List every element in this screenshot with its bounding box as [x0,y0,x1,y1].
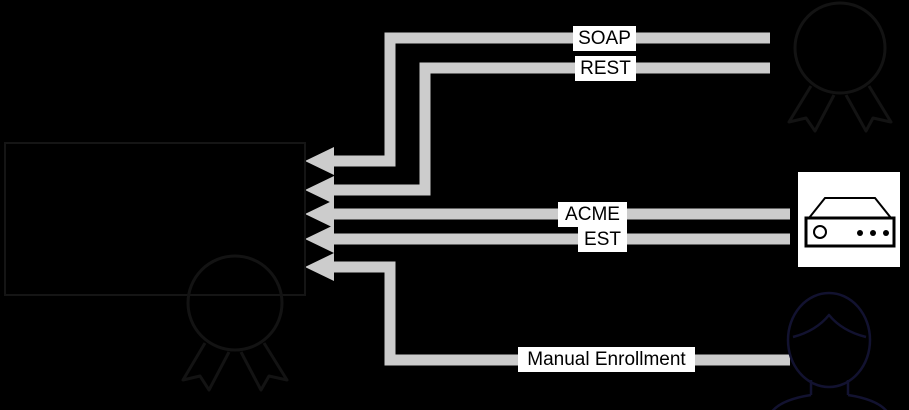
connector-label-soap: SOAP [573,26,636,51]
arrowhead-acme-icon [305,200,334,228]
connector-label-acme: ACME [558,202,627,227]
connector-est [305,225,790,253]
connector-label-manual-enrollment: Manual Enrollment [518,347,695,372]
certificate-ribbon-icon[interactable] [787,1,893,133]
arrowhead-rest-icon [305,176,334,204]
server-appliance-icon[interactable] [798,172,900,267]
person-user-icon[interactable] [768,291,891,410]
certificate-ribbon-icon [181,254,289,392]
appliance-power-led-icon [813,225,827,239]
appliance-led-2-icon [870,230,876,236]
appliance-led-3-icon [883,230,889,236]
certificate-authority-box[interactable] [4,142,306,296]
arrowhead-est-icon [305,225,334,253]
connector-label-rest: REST [575,56,636,81]
connector-label-est: EST [578,227,627,252]
arrowhead-soap-icon [305,147,334,175]
appliance-led-1-icon [857,230,863,236]
arrowhead-manual-enrollment-icon [305,253,334,281]
